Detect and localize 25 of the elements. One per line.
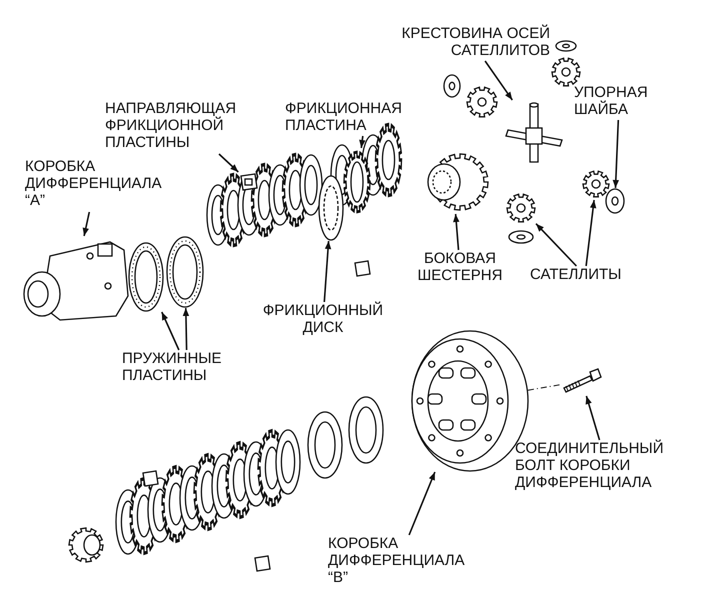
part-label: САТЕЛЛИТЫ <box>530 266 640 284</box>
leader-line <box>359 136 366 148</box>
leader-line <box>161 312 180 350</box>
leader-line <box>82 212 90 236</box>
part-label: ФРИКЦИОННАЯ ПЛАСТИНА <box>285 100 445 136</box>
leader-line <box>484 60 513 100</box>
leader-line <box>324 240 332 302</box>
leader-line <box>612 120 620 188</box>
leader-line <box>535 223 577 267</box>
part-label: КОРОБКА ДИФФЕРЕНЦИАЛА “B” <box>328 535 468 589</box>
part-label: ПРУЖИННЫЕ ПЛАСТИНЫ <box>122 350 252 386</box>
leader-line <box>453 214 460 250</box>
part-label: ФРИКЦИОННЫЙ ДИСК <box>248 302 398 338</box>
part-label: КОРОБКА ДИФФЕРЕНЦИАЛА “A” <box>25 158 165 212</box>
part-label: КРЕСТОВИНА ОСЕЙ САТЕЛЛИТОВ <box>395 25 550 61</box>
part-label: УПОРНАЯ ШАЙБА <box>574 84 664 120</box>
part-label: БОКОВАЯ ШЕСТЕРНЯ <box>410 250 510 286</box>
leader-line <box>585 200 596 266</box>
leader-line <box>586 396 600 440</box>
part-label: НАПРАВЛЯЮЩАЯ ФРИКЦИОННОЙ ПЛАСТИНЫ <box>105 100 275 154</box>
part-label: СОЕДИНИТЕЛЬНЫЙ БОЛТ КОРОБКИ ДИФФЕРЕНЦИАЛА <box>515 440 700 494</box>
assembly-centerline <box>528 384 562 391</box>
leader-line <box>182 308 190 350</box>
leader-line <box>408 472 436 536</box>
leader-line <box>218 153 239 173</box>
